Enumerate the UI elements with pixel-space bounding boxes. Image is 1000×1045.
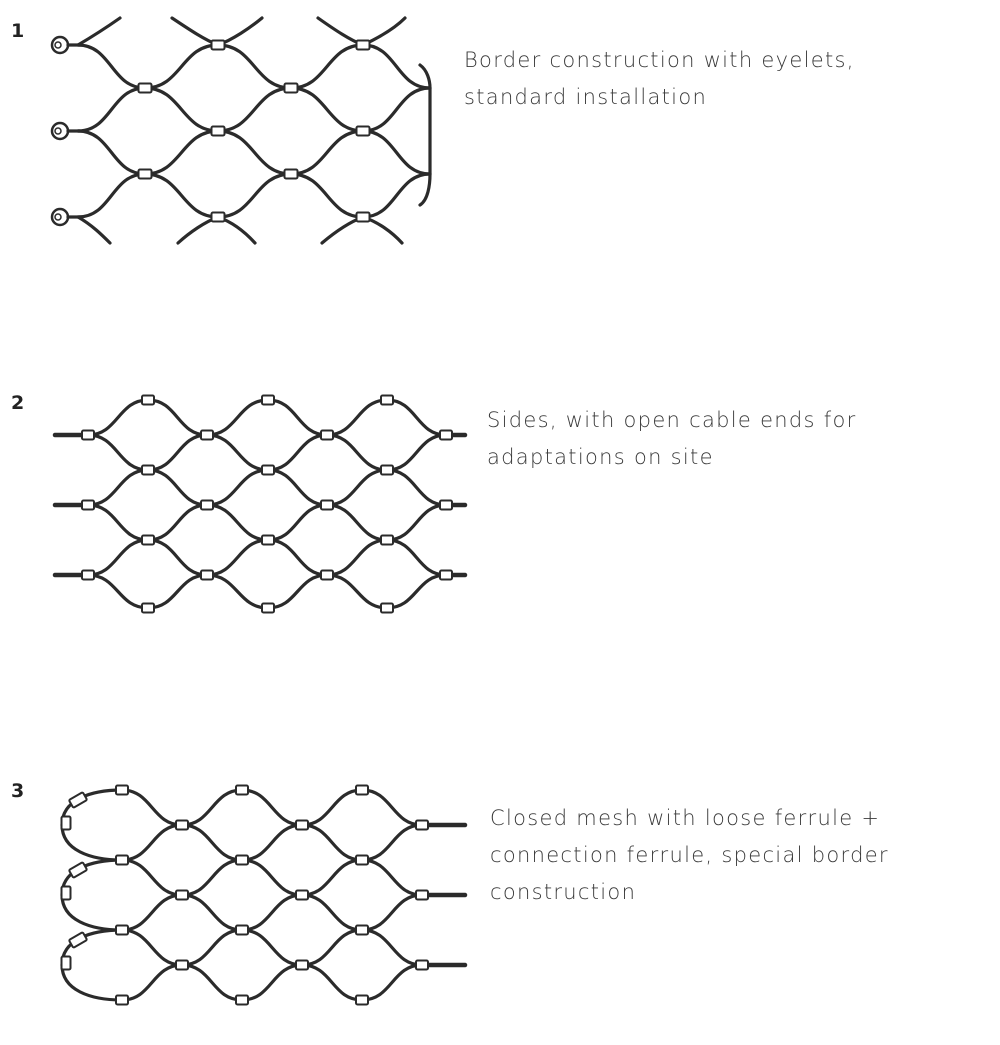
caption-line: Border construction with eyelets, xyxy=(464,48,855,72)
variant-number: 3 xyxy=(11,780,25,802)
ferrule xyxy=(175,959,189,971)
caption-line: standard installation xyxy=(464,85,708,109)
ferrule xyxy=(439,569,453,581)
ferrule xyxy=(380,464,394,476)
eyelet-hole xyxy=(54,127,62,135)
ferrule xyxy=(141,394,155,406)
mesh-cable xyxy=(76,129,432,176)
ferrule xyxy=(115,784,129,796)
caption-line: Closed mesh with loose ferrule + xyxy=(490,806,881,830)
ferrule xyxy=(200,429,214,441)
ferrule xyxy=(60,815,72,831)
ferrule xyxy=(355,39,371,51)
ferrule xyxy=(68,931,88,949)
mesh-cable xyxy=(76,43,432,90)
eyelet-hole xyxy=(54,213,62,221)
ferrule xyxy=(60,955,72,971)
ferrule xyxy=(235,924,249,936)
mesh-cable xyxy=(120,788,424,827)
ferrule xyxy=(295,959,309,971)
ferrule xyxy=(380,602,394,614)
ferrule xyxy=(137,168,153,180)
ferrule xyxy=(60,885,72,901)
eyelet-hole xyxy=(54,41,62,49)
ferrule xyxy=(235,854,249,866)
variant-caption: Sides, with open cable ends for adaptati… xyxy=(487,402,967,476)
ferrule xyxy=(355,854,369,866)
ferrule xyxy=(141,602,155,614)
mesh-cable xyxy=(120,963,424,1002)
mesh-cable xyxy=(76,215,404,245)
caption-line: Sides, with open cable ends for xyxy=(487,408,857,432)
ferrule xyxy=(210,125,226,137)
ferrule xyxy=(415,889,429,901)
mesh-cable xyxy=(120,893,424,932)
mesh-variant-1: 1 Border construction with eyelets, stan… xyxy=(0,0,1000,330)
mesh-cable xyxy=(120,823,424,862)
ferrule xyxy=(295,889,309,901)
ferrule xyxy=(81,429,95,441)
mesh-open-ends-diagram xyxy=(52,394,468,614)
ferrule xyxy=(320,569,334,581)
ferrule xyxy=(210,39,226,51)
ferrule xyxy=(380,534,394,546)
ferrule xyxy=(68,791,88,809)
ferrule xyxy=(81,569,95,581)
mesh-cable xyxy=(76,86,432,133)
ferrule xyxy=(415,819,429,831)
ferrule xyxy=(115,854,129,866)
ferrule xyxy=(355,784,369,796)
variant-number: 1 xyxy=(11,20,25,42)
ferrule xyxy=(115,924,129,936)
ferrule xyxy=(439,429,453,441)
ferrule xyxy=(261,464,275,476)
caption-line: connection ferrule, special border xyxy=(490,843,889,867)
ferrule xyxy=(283,168,299,180)
ferrule xyxy=(115,994,129,1006)
variant-number: 2 xyxy=(11,392,25,414)
ferrule xyxy=(415,959,429,971)
mesh-variant-3: 3 Closed mesh with loose ferrule + conne… xyxy=(0,760,1000,1045)
mesh-variant-2: 2 Sides, with open cable ends for adapta… xyxy=(0,370,1000,660)
ferrule xyxy=(380,394,394,406)
ferrule xyxy=(175,819,189,831)
mesh-cable xyxy=(76,172,432,219)
ferrule xyxy=(320,429,334,441)
ferrule xyxy=(175,889,189,901)
ferrule xyxy=(283,82,299,94)
ferrule xyxy=(141,464,155,476)
ferrule xyxy=(295,819,309,831)
ferrule xyxy=(355,211,371,223)
ferrule xyxy=(320,499,334,511)
mesh-cable xyxy=(120,858,424,897)
ferrule xyxy=(235,994,249,1006)
ferrule xyxy=(81,499,95,511)
ferrule xyxy=(210,211,226,223)
ferrule xyxy=(439,499,453,511)
ferrule xyxy=(355,125,371,137)
mesh-cable xyxy=(418,63,432,207)
ferrule xyxy=(141,534,155,546)
ferrule xyxy=(355,994,369,1006)
mesh-closed-loop-diagram xyxy=(60,784,468,1006)
ferrule xyxy=(261,602,275,614)
mesh-eyelet-border-diagram xyxy=(50,16,432,245)
ferrule xyxy=(68,861,88,879)
ferrule xyxy=(261,534,275,546)
mesh-cable xyxy=(120,928,424,967)
ferrule xyxy=(200,569,214,581)
ferrule xyxy=(137,82,153,94)
ferrule xyxy=(200,499,214,511)
variant-caption: Closed mesh with loose ferrule + connect… xyxy=(490,800,950,911)
variant-caption: Border construction with eyelets, standa… xyxy=(464,42,944,116)
ferrule xyxy=(261,394,275,406)
ferrule xyxy=(235,784,249,796)
ferrule xyxy=(355,924,369,936)
caption-line: adaptations on site xyxy=(487,445,714,469)
caption-line: construction xyxy=(490,880,637,904)
